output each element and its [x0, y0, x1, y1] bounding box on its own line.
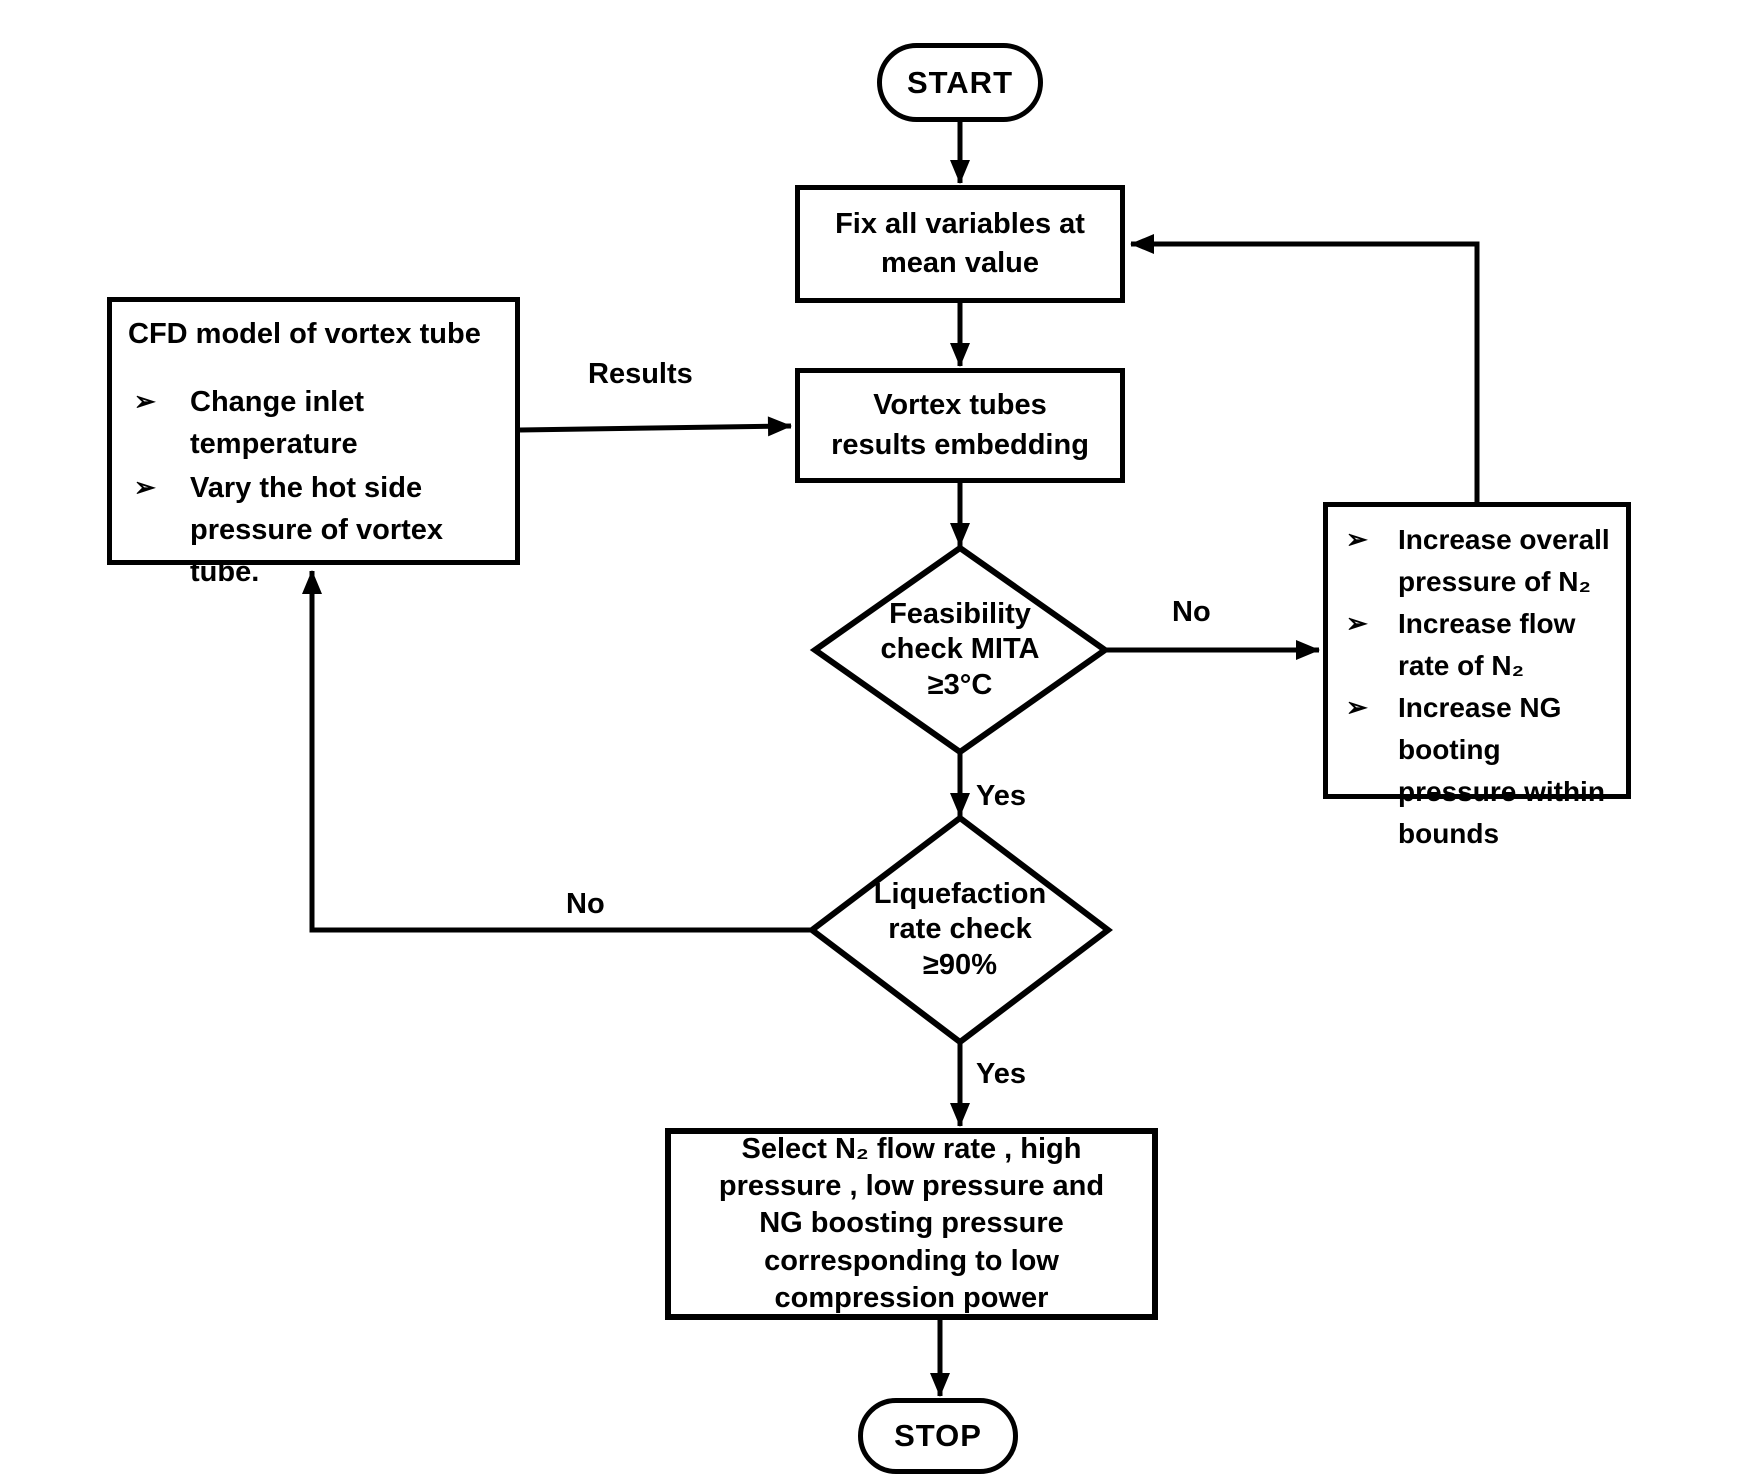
list-item: ➢ Increase NG booting pressure within bo… [1346, 687, 1618, 855]
feasibility-label: Feasibility check MITA ≥3°C [880, 598, 1040, 701]
feasibility-no-edge-label: No [1172, 596, 1211, 628]
action-item-text: Increase overall pressure of N₂ [1398, 524, 1610, 597]
cfd-model-box: CFD model of vortex tube ➢ Change inlet … [107, 297, 520, 588]
action-item-text: Increase NG booting pressure within boun… [1398, 692, 1605, 849]
edge-cfd-results [519, 416, 792, 437]
feasibility-diamond [809, 544, 1111, 756]
fix-variables-node: Fix all variables at mean value [795, 185, 1125, 303]
bullet-arrow-icon: ➢ [1346, 692, 1368, 722]
cfd-bullet-list: ➢ Change inlet temperature ➢ Vary the ho… [112, 351, 515, 593]
list-item: ➢ Increase overall pressure of N₂ [1346, 519, 1618, 603]
cfd-item-text: Vary the hot side pressure of vortex tub… [190, 472, 444, 589]
list-item: ➢ Vary the hot side pressure of vortex t… [134, 467, 505, 593]
bullet-arrow-icon: ➢ [1346, 524, 1368, 554]
cfd-model-title: CFD model of vortex tube [128, 318, 481, 350]
list-item: ➢ Change inlet temperature [134, 381, 505, 465]
liquefaction-label: Liquefaction rate check ≥90% [873, 878, 1047, 981]
feasibility-yes-edge-label: Yes [976, 780, 1026, 812]
stop-node: STOP [858, 1398, 1018, 1474]
edge-liquefaction-no [302, 570, 812, 933]
actions-bullet-list: ➢ Increase overall pressure of N₂ ➢ Incr… [1328, 507, 1626, 855]
cfd-item-text: Change inlet temperature [190, 386, 365, 461]
list-item: ➢ Increase flow rate of N₂ [1346, 603, 1618, 687]
vortex-results-node: Vortex tubes results embedding [795, 368, 1125, 483]
select-parameters-node: Select N₂ flow rate , high pressure , lo… [665, 1128, 1158, 1320]
liquefaction-no-edge-label: No [566, 888, 605, 920]
liquefaction-diamond [807, 814, 1113, 1046]
bullet-arrow-icon: ➢ [134, 472, 156, 503]
bullet-arrow-icon: ➢ [134, 386, 156, 416]
corrective-actions-box: ➢ Increase overall pressure of N₂ ➢ Incr… [1323, 502, 1631, 849]
action-item-text: Increase flow rate of N₂ [1398, 608, 1576, 681]
results-edge-label: Results [588, 358, 693, 390]
start-node: START [877, 43, 1043, 122]
edge-actions-to-fix [1130, 234, 1480, 502]
bullet-arrow-icon: ➢ [1346, 608, 1368, 638]
liquefaction-yes-edge-label: Yes [976, 1058, 1026, 1090]
